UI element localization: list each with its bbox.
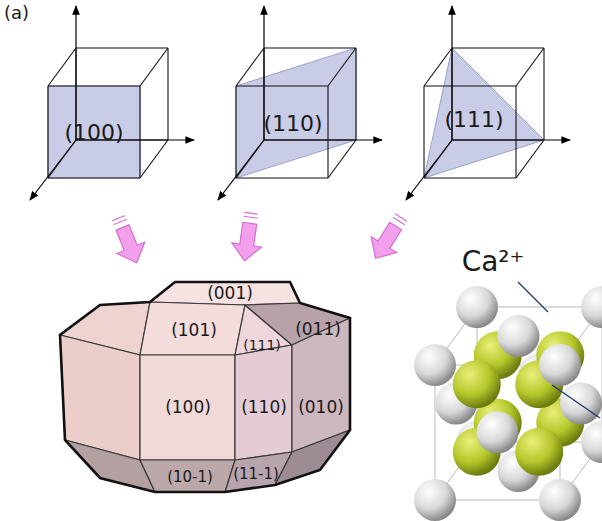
- cube-edge: [236, 48, 264, 86]
- plane-label: (110): [263, 113, 322, 135]
- axis-arrow: [30, 140, 76, 200]
- cube-edge: [48, 177, 140, 178]
- unit-cube: [406, 6, 570, 200]
- face-label: (110): [241, 399, 287, 416]
- crystal-face: [140, 355, 235, 460]
- cube-edge: [167, 48, 168, 140]
- axis-arrow: [75, 6, 76, 140]
- leader-line: [552, 385, 600, 418]
- crystal-face: [275, 430, 350, 485]
- cube-edge: [516, 48, 544, 86]
- calcium-ion: [539, 479, 581, 521]
- calcium-ion: [414, 479, 456, 521]
- fluoride-ion: [515, 428, 563, 476]
- calcium-ion: [539, 344, 581, 386]
- face-label: (011): [295, 321, 341, 338]
- cube-edge: [424, 177, 516, 178]
- ion-label: Ca²⁺: [462, 248, 525, 276]
- face-label: (100): [165, 399, 211, 416]
- face-label: (010): [298, 399, 344, 416]
- cube-edge: [48, 48, 76, 86]
- face-label: (10-1): [167, 470, 213, 485]
- cube-edge: [236, 85, 328, 86]
- cube-edge: [424, 48, 452, 86]
- crystal-face: [140, 302, 245, 355]
- pink-arrow: [363, 210, 414, 267]
- cube-edge: [452, 139, 544, 140]
- cube-edge: [140, 140, 168, 178]
- calcium-ion: [581, 421, 602, 463]
- axis-arrow: [406, 140, 452, 200]
- cube-edge: [515, 86, 516, 178]
- cube-edge: [47, 86, 48, 178]
- pink-arrow: [230, 211, 266, 263]
- cube-edge: [543, 48, 544, 140]
- face-label: (001): [207, 285, 253, 302]
- face-label: (101): [171, 322, 217, 339]
- cube-edge: [328, 48, 356, 86]
- polyhedron: [60, 282, 350, 492]
- lattice-plane: [48, 86, 140, 178]
- face-label: (111): [243, 338, 281, 352]
- crystal-face: [235, 345, 292, 460]
- cube-edge: [355, 48, 356, 140]
- crystal-face: [292, 318, 350, 452]
- plane-label: (111): [444, 109, 503, 131]
- leader-line: [518, 282, 548, 312]
- cube-edge: [140, 48, 168, 86]
- axis-arrow: [452, 139, 570, 140]
- cube-edge: [139, 86, 140, 178]
- calcium-ion: [414, 344, 456, 386]
- unit-cube: [30, 6, 194, 200]
- cube-edge: [516, 140, 544, 178]
- cube-edge: [236, 140, 264, 178]
- unit-cube: [218, 6, 382, 200]
- cube-edge: [423, 86, 424, 178]
- lattice-plane: [236, 48, 356, 178]
- crystal-face: [140, 460, 235, 492]
- axis-arrow: [218, 140, 264, 200]
- plane-label: (100): [64, 122, 123, 144]
- cube-edge: [76, 47, 168, 48]
- polyhedron-outline: [60, 282, 350, 492]
- cube-edge: [235, 86, 236, 178]
- cube-edge: [236, 177, 328, 178]
- cube-edge: [327, 86, 328, 178]
- cube-edge: [264, 47, 356, 48]
- cube-edge: [48, 140, 76, 178]
- cube-edge: [328, 140, 356, 178]
- calcium-ion: [581, 286, 602, 328]
- calcium-ion: [456, 286, 498, 328]
- crystal-face: [65, 440, 155, 492]
- calcium-ion: [498, 315, 540, 357]
- calcium-ion: [477, 412, 519, 454]
- fluoride-ion: [453, 360, 501, 408]
- calcium-ion: [560, 383, 602, 425]
- axis-arrow: [264, 139, 382, 140]
- cube-edge: [424, 85, 516, 86]
- lattice-plane: [424, 48, 544, 178]
- face-label: (11-1): [233, 467, 279, 482]
- cube-edge: [424, 140, 452, 178]
- cube-edge: [264, 139, 356, 140]
- cube-edge: [48, 85, 140, 86]
- panel-letter: (a): [4, 4, 29, 22]
- cube-edge: [452, 47, 544, 48]
- fluorite-structure: [414, 282, 602, 521]
- pink-arrow: [105, 213, 151, 269]
